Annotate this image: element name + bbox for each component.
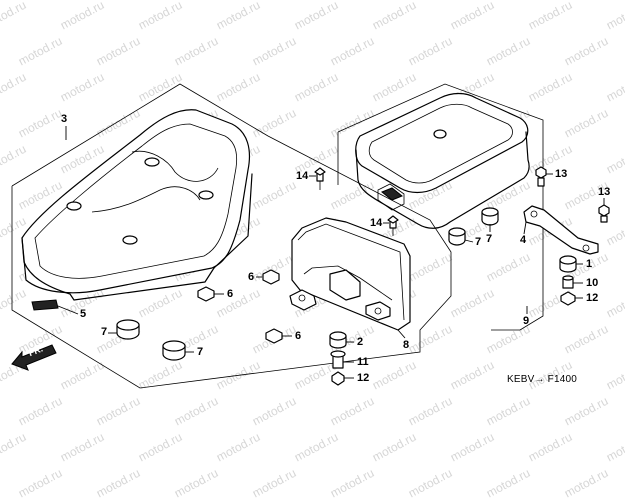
callout-8: 8 — [403, 339, 410, 351]
seat-bracket — [289, 217, 411, 339]
seat-group-frame — [11, 83, 452, 389]
collar-10 — [562, 275, 583, 289]
callout-14-mid: 14 — [370, 217, 383, 229]
callout-1: 1 — [586, 258, 593, 270]
watermark-text: motod.ru — [328, 465, 377, 500]
leader-lines — [65, 126, 528, 314]
callout-14-top: 14 — [296, 170, 309, 182]
callout-10: 10 — [586, 277, 599, 289]
watermark-text: motod.ru — [562, 465, 611, 500]
callout-7-upper-right: 7 — [486, 233, 493, 245]
watermark-text: motod.ru — [406, 465, 455, 500]
callout-11: 11 — [357, 356, 369, 368]
cushion-7-lower — [448, 227, 474, 246]
callout-9: 9 — [523, 315, 530, 327]
diagram-code: KEBV→ F1400 — [507, 374, 578, 385]
callout-2: 2 — [357, 336, 364, 348]
cushion-7-upper-right — [481, 207, 499, 232]
nut-6-left — [197, 286, 224, 302]
part-5-clip — [31, 299, 79, 315]
callout-12-right: 12 — [586, 292, 599, 304]
damper-2 — [329, 331, 354, 349]
screw-14-mid — [383, 215, 399, 236]
callout-7-lower: 7 — [475, 236, 482, 248]
callout-6-left: 6 — [227, 288, 234, 300]
watermark-text: motod.ru — [484, 465, 533, 500]
cushion-7-mid — [162, 340, 194, 361]
callout-12-bottom: 12 — [357, 372, 370, 384]
callout-5: 5 — [80, 308, 87, 320]
front-direction-arrow — [11, 344, 57, 371]
rear-cowl — [355, 92, 530, 229]
nut-12-right — [560, 291, 583, 306]
watermark-text: motod.ru — [172, 465, 221, 500]
bolt-11 — [330, 350, 354, 369]
bolt-13-right — [598, 198, 610, 223]
screw-14-top — [309, 167, 326, 190]
watermark-text: motod.ru — [250, 465, 299, 500]
stay-4 — [523, 205, 599, 255]
callout-13-right: 13 — [598, 186, 611, 198]
callout-4: 4 — [520, 234, 527, 246]
nut-6-top — [256, 269, 280, 285]
grommet-1 — [559, 255, 583, 273]
nut-6-bottom — [265, 328, 292, 344]
watermark-text: motod.ru — [94, 465, 143, 500]
exploded-view-drawing — [11, 83, 610, 389]
callout-6-bottom: 6 — [295, 330, 302, 342]
cushion-7-left — [108, 319, 140, 340]
callout-13-left: 13 — [555, 168, 568, 180]
callout-6-top: 6 — [248, 271, 255, 283]
callout-7-mid: 7 — [197, 346, 204, 358]
watermark-text: motod.ru — [16, 465, 65, 500]
nut-12-bottom — [331, 371, 354, 386]
bolt-13-left — [535, 166, 553, 187]
seat — [21, 109, 253, 301]
callout-7-left: 7 — [101, 326, 108, 338]
callout-3: 3 — [61, 113, 68, 125]
